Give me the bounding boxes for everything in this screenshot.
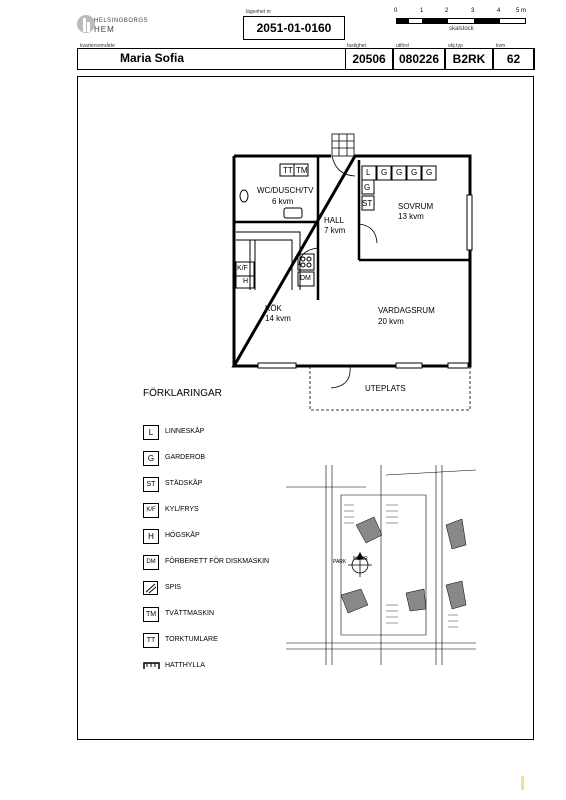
fixture-g-3: G <box>411 168 418 177</box>
room-hall-name: HALL <box>324 216 345 225</box>
issued-box: 080226 <box>393 48 445 70</box>
area-name: Maria Sofia <box>120 51 185 65</box>
scale-bar: 0 1 2 3 4 5 m skalstock <box>394 8 534 36</box>
fixture-dm: DM <box>300 275 311 282</box>
logo-mark <box>77 15 95 33</box>
room-hall-area: 7 kvm <box>324 226 346 235</box>
apartment-number-box: 2051-01-0160 <box>243 16 345 40</box>
room-bedroom-area: 13 kvm <box>398 212 424 221</box>
room-kitchen-area: 14 kvm <box>265 314 291 323</box>
fixture-l-bedroom: L <box>366 168 371 177</box>
legend-label-linen: LINNESKÅP <box>165 428 205 435</box>
apartment-label: lägenhet nr <box>246 9 272 15</box>
site-map-park-label: PARK <box>333 559 347 565</box>
hat-shelf-icon <box>143 662 160 669</box>
legend-symbol-dryer: TT <box>143 633 159 648</box>
room-living-name: VARDAGSRUM <box>378 306 435 315</box>
legend-label-dishwasher: FÖRBERETT FÖR DISKMASKIN <box>165 558 270 565</box>
legend-symbol-washer: TM <box>143 607 159 622</box>
legend-label-cleaning: STÄDSKÅP <box>165 480 203 487</box>
scale-tick-0: 0 <box>394 8 398 14</box>
type-box: B2RK <box>445 48 493 70</box>
type-value: B2RK <box>452 52 486 66</box>
corner-mark <box>521 776 524 790</box>
logo-text-line2: HEM <box>94 25 115 34</box>
room-wc-name: WC/DUSCH/TV <box>257 186 314 195</box>
legend-symbol-fridge: K/F <box>143 503 159 518</box>
scale-tick-1: 1 <box>420 8 424 14</box>
legend-label-stove: SPIS <box>165 584 181 591</box>
legend-label-fridge: KYL/FRYS <box>165 506 199 513</box>
fixture-tm-bath: TM <box>296 166 308 175</box>
logo-text-line1: HELSINGBORGS <box>94 18 149 24</box>
fixture-tt-bath: TT <box>283 166 293 175</box>
apartment-number: 2051-01-0160 <box>256 21 332 35</box>
drawing-frame <box>77 76 534 740</box>
legend-symbol-wardrobe: G <box>143 451 159 466</box>
fixture-g-1: G <box>381 168 388 177</box>
site-map-north-label: NORR <box>353 556 368 562</box>
fixture-g-hall: G <box>364 183 371 192</box>
property-label: fastighet <box>347 43 366 49</box>
scale-tick-5: 5 m <box>516 8 527 14</box>
issued-label: utförd <box>396 43 409 49</box>
legend-label-tall-cabinet: HÖGSKÅP <box>165 532 200 539</box>
legend-symbol-tall-cabinet: H <box>143 529 159 544</box>
sqm-value: 62 <box>506 52 521 66</box>
sqm-box: 62 <box>493 48 534 70</box>
legend-symbol-cleaning: ST <box>143 477 159 492</box>
legend-label-wardrobe: GARDEROB <box>165 454 206 461</box>
scale-tick-2: 2 <box>445 8 449 14</box>
fixture-g-4: G <box>426 168 433 177</box>
room-wc-area: 6 kvm <box>272 197 294 206</box>
legend-label-dryer: TORKTUMLARE <box>165 636 218 643</box>
logo: HELSINGBORGS HEM <box>76 10 156 44</box>
fixture-kf: K/F <box>237 265 248 272</box>
area-label: kvartersområde <box>80 43 115 49</box>
issued-value: 080226 <box>398 52 440 66</box>
fixture-st-hall: ST <box>362 199 373 208</box>
legend-title: FÖRKLARINGAR <box>143 388 222 399</box>
site-map <box>286 465 476 665</box>
room-living-area: 20 kvm <box>378 317 404 326</box>
legend-label-washer: TVÄTTMASKIN <box>165 610 215 617</box>
scale-tick-3: 3 <box>471 8 475 14</box>
stove-icon <box>143 581 158 595</box>
type-label: obj.typ <box>448 43 463 49</box>
property-box: 20506 <box>345 48 393 70</box>
sqm-label: kvm <box>496 43 506 49</box>
room-kitchen-name: KÖK <box>265 304 282 313</box>
legend-symbol-linen: L <box>143 425 159 440</box>
fixture-h: H <box>243 278 249 285</box>
legend-symbol-dishwasher: DM <box>143 555 159 570</box>
fixture-g-2: G <box>396 168 403 177</box>
scale-label: skalstock <box>449 26 474 32</box>
property-number: 20506 <box>352 52 386 66</box>
room-bedroom-name: SOVRUM <box>398 202 434 211</box>
room-patio-name: UTEPLATS <box>365 384 406 393</box>
scale-tick-4: 4 <box>497 8 501 14</box>
legend-label-hat-shelf: HATTHYLLA <box>165 662 205 669</box>
